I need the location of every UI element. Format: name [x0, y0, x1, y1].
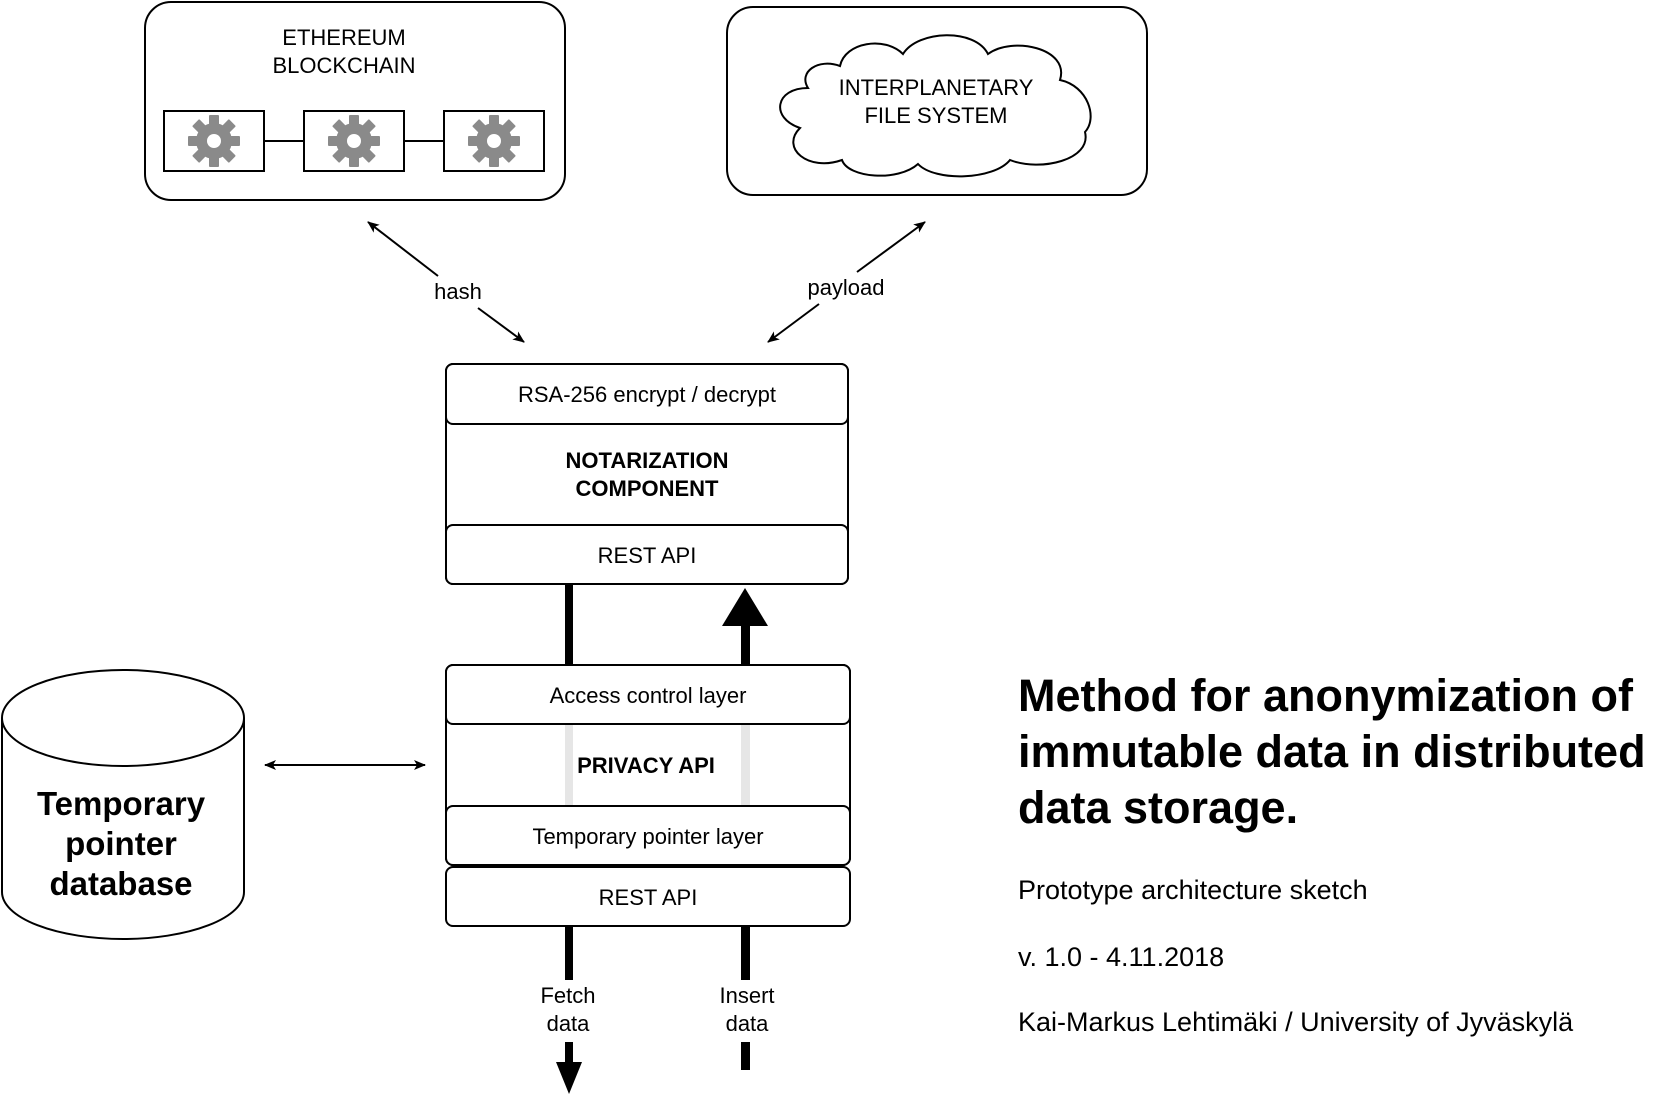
payload-label: payload — [807, 275, 884, 300]
payload-arrow-upper — [856, 221, 926, 273]
database-cylinder-icon — [0, 718, 245, 940]
temporary-pointer-layer — [445, 805, 851, 866]
block-node — [163, 110, 265, 172]
privacy-api-component: Access control layer PRIVACY API Tempora… — [445, 664, 851, 927]
ethereum-label-line1: ETHEREUM — [282, 25, 405, 50]
gear-icon — [188, 115, 240, 167]
insert-label-line1: Insert — [719, 983, 774, 1008]
diagram-title: Method for anonymization of immutable da… — [1018, 670, 1646, 833]
privacy-rest-layer — [445, 866, 851, 927]
ipfs-label-line1: INTERPLANETARY — [839, 75, 1034, 100]
hash-connection: hash — [367, 221, 525, 343]
hash-arrow-upper — [367, 221, 439, 277]
fetch-passthrough-faint — [565, 700, 573, 860]
notarization-rest-layer — [445, 524, 849, 585]
ethereum-label-line2: BLOCKCHAIN — [272, 53, 415, 78]
block-node — [443, 110, 545, 172]
rsa-layer — [445, 363, 849, 425]
temporary-pointer-label: Temporary pointer layer — [532, 824, 763, 849]
access-control-layer — [445, 664, 851, 725]
block-node — [303, 110, 405, 172]
cloud-icon — [779, 34, 1092, 178]
diagram-author: Kai-Markus Lehtimäki / University of Jyv… — [1018, 1007, 1574, 1037]
fetch-line — [565, 926, 573, 980]
notarization-component: RSA-256 encrypt / decrypt NOTARIZATION C… — [445, 363, 849, 585]
payload-connection: payload — [767, 221, 926, 343]
insert-arrowhead — [722, 588, 768, 626]
ipfs-label-line2: FILE SYSTEM — [864, 103, 1007, 128]
ethereum-blockchain-box: ETHEREUM BLOCKCHAIN — [144, 1, 566, 201]
insert-line — [741, 926, 750, 980]
database-label-line2: pointer — [65, 825, 177, 862]
insert-connector-upper — [741, 626, 750, 665]
payload-arrow-lower — [767, 303, 820, 343]
gear-icon — [468, 115, 520, 167]
notarization-title-line2: COMPONENT — [576, 476, 720, 501]
gear-icon — [328, 115, 380, 167]
insert-label-line2: data — [726, 1011, 770, 1036]
database-label-line3: database — [49, 865, 192, 902]
access-control-label: Access control layer — [550, 683, 747, 708]
diagram-version: v. 1.0 - 4.11.2018 — [1018, 942, 1225, 972]
hash-arrow-lower — [477, 307, 525, 343]
rsa-layer-label: RSA-256 encrypt / decrypt — [518, 382, 776, 407]
database-label-line1: Temporary — [37, 785, 206, 822]
diagram-subtitle: Prototype architecture sketch — [1018, 875, 1368, 905]
notarization-title-line1: NOTARIZATION — [566, 448, 729, 473]
hash-label: hash — [434, 279, 482, 304]
insert-line-lower — [741, 1042, 750, 1070]
fetch-label-line2: data — [547, 1011, 591, 1036]
fetch-line-lower — [565, 1042, 573, 1062]
ipfs-box: INTERPLANETARY FILE SYSTEM — [726, 6, 1148, 196]
temporary-pointer-database: Temporary pointer database — [0, 669, 245, 940]
privacy-api-title: PRIVACY API — [577, 753, 715, 778]
insert-passthrough-faint — [741, 700, 750, 860]
notarization-rest-label: REST API — [598, 543, 697, 568]
privacy-rest-label: REST API — [599, 885, 698, 910]
fetch-label-line1: Fetch — [540, 983, 595, 1008]
fetch-arrowhead — [556, 1062, 582, 1094]
fetch-connector-upper — [565, 582, 573, 665]
